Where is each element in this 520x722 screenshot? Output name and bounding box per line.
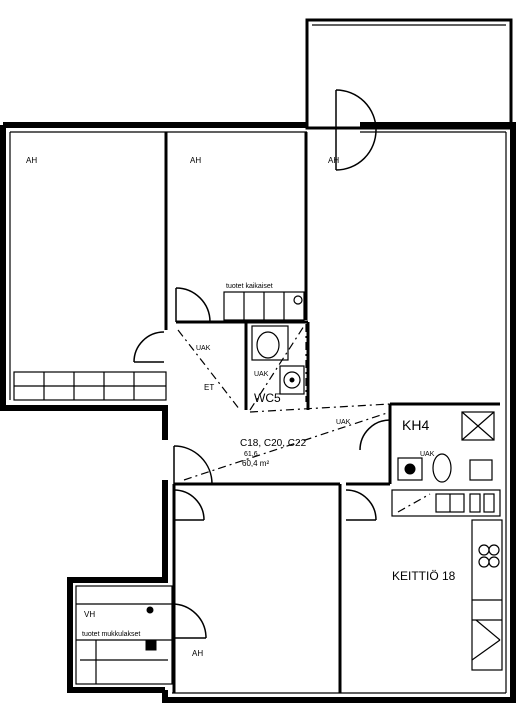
label-code-line: C18, C20, C22: [240, 438, 307, 449]
room-label-ah-2: AH: [190, 156, 201, 165]
cabinet-top-middle: [223, 291, 305, 321]
room-label-ah-3: AH: [328, 156, 339, 165]
room-label-ah-4: AH: [192, 649, 203, 658]
kitchen-counter: [391, 489, 503, 671]
room-label-wc: WC5: [254, 391, 281, 405]
room-label-vh: VH: [84, 610, 95, 619]
interior-walls: [164, 132, 500, 693]
label-uak-1: UAK: [196, 345, 211, 352]
label-uak-4: UAK: [420, 451, 435, 458]
outer-walls: [0, 122, 516, 703]
kh-fixtures: [397, 411, 495, 483]
label-uak-3: UAK: [336, 419, 351, 426]
label-area-2: 60,4 m²: [242, 459, 269, 468]
label-area-1: 61,6: [244, 451, 258, 458]
vh-closet: [75, 585, 173, 685]
label-uak-2: UAK: [254, 371, 269, 378]
doors: [133, 89, 391, 639]
room-label-et: ET: [204, 383, 214, 392]
room-label-ah-1: AH: [26, 156, 37, 165]
service-lines: [177, 324, 391, 481]
label-furniture-1: tuotet kaikaiset: [226, 283, 273, 290]
room-label-kitchen: KEITTIÖ 18: [392, 569, 456, 583]
room-label-kh: KH4: [402, 417, 429, 433]
balcony: [305, 18, 513, 130]
wc-fixtures: [249, 325, 305, 411]
wardrobe-row: [13, 371, 167, 401]
label-furniture-2: tuotet mukkulakset: [82, 631, 140, 638]
